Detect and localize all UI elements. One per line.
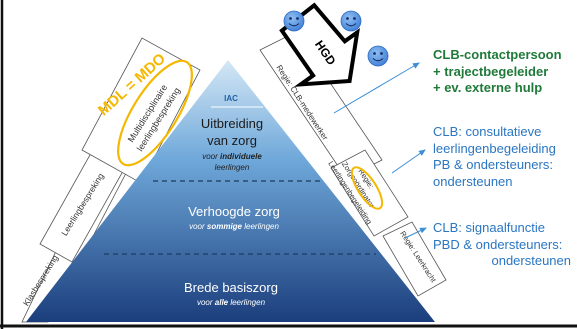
description-clb-contact-line: + trajectbegeleider xyxy=(433,63,549,79)
description-consultatieve-line: PB & ondersteuners: xyxy=(433,157,553,172)
pointer-arrow-2 xyxy=(391,149,426,174)
smiley-icon xyxy=(283,10,305,32)
description-signaalfunctie-line: ondersteunen xyxy=(491,253,571,268)
level-verhoogde-sub: voor sommige leerlingen xyxy=(189,222,279,231)
description-clb-contact: CLB-contactpersoon + trajectbegeleider +… xyxy=(433,47,562,97)
level-verhoogde-title: Verhoogde zorg xyxy=(188,204,280,219)
description-consultatieve-line: leerlingenbegeleiding xyxy=(433,140,556,156)
iac-label: IAC xyxy=(224,94,238,103)
description-clb-contact-line: CLB-contactpersoon xyxy=(433,47,562,62)
description-clb-contact-line: + ev. externe hulp xyxy=(433,80,543,95)
description-signaalfunctie-line: CLB: signaalfunctie xyxy=(433,220,546,235)
description-signaalfunctie: CLB: signaalfunctie PBD & ondersteuners:… xyxy=(433,220,571,270)
left-box-multidisciplinaire: Multidisciplinaire leerlingbespreking xyxy=(81,37,201,184)
mdl-highlight-ellipse xyxy=(117,59,193,167)
level-uitbreiding-title-1: Uitbreiding xyxy=(201,116,263,131)
level-uitbreiding-title-2: van zorg xyxy=(207,133,257,148)
pointer-arrow-3 xyxy=(404,227,427,239)
description-consultatieve: CLB: consultatieve leerlingenbegeleiding… xyxy=(433,124,556,190)
level-brede-sub: voor alle leerlingen xyxy=(197,298,266,307)
level-brede-title: Brede basiszorg xyxy=(184,280,278,295)
level-uitbreiding-sub-1: voor individuele xyxy=(202,152,262,161)
pointer-arrow-1 xyxy=(333,62,420,114)
smiley-icon xyxy=(367,45,389,67)
smiley-icon xyxy=(340,10,362,32)
zorg-pyramid: IAC Uitbreiding van zorg voor individuel… xyxy=(26,60,435,322)
description-consultatieve-line: ondersteunen xyxy=(433,173,513,189)
description-consultatieve-line: CLB: consultatieve xyxy=(433,124,542,139)
level-uitbreiding-sub-2: leerlingen xyxy=(215,163,250,172)
description-signaalfunctie-line: PBD & ondersteuners: xyxy=(433,236,563,252)
zorgcoordinator-highlight-ellipse xyxy=(350,166,384,210)
